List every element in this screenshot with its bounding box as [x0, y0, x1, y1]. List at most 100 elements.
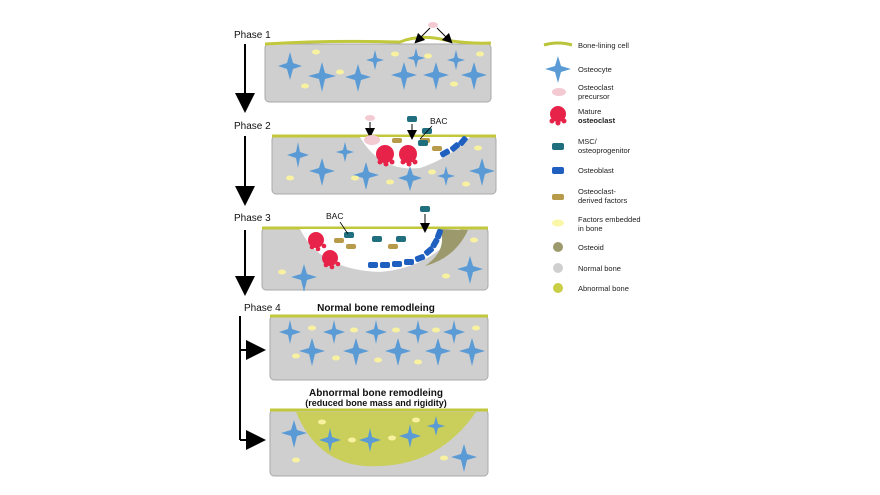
osteoblast-cell [430, 237, 440, 249]
legend-label: Osteoclast- [578, 187, 616, 196]
phase-3-bone: BAC [261, 206, 489, 292]
embedded-factor [336, 69, 344, 75]
embedded-factor [301, 83, 309, 89]
phase-3-label: Phase 3 [234, 213, 271, 224]
osteocyte [399, 424, 421, 448]
osteoclast-icon [549, 106, 567, 126]
precursor-arrow [436, 27, 453, 44]
osteocyte [365, 320, 387, 344]
embedded-factor [278, 269, 286, 275]
legend-label: osteoclast [578, 116, 616, 125]
legend-item-osteoclast-derived-factors: Osteoclast- derived factors [552, 187, 627, 205]
osteocyte [469, 158, 495, 186]
osteocyte [353, 162, 379, 190]
phase-4-label: Phase 4 [244, 303, 281, 314]
embedded-factor [308, 325, 316, 331]
bac-label: BAC [326, 211, 343, 221]
legend-label: in bone [578, 224, 603, 233]
osteocyte-icon [545, 56, 571, 83]
bone-block [264, 43, 492, 103]
embedded-factor [391, 51, 399, 57]
osteoclast-precursor-cell [428, 22, 438, 28]
msc-cell [344, 232, 354, 238]
osteoclast-derived-factor [388, 244, 398, 249]
embedded-factor [392, 327, 400, 333]
legend-label: Factors embedded [578, 215, 641, 224]
osteocyte [291, 264, 317, 292]
legend-label: Abnormal bone [578, 284, 629, 293]
osteocyte [437, 166, 455, 186]
mature-osteoclast [376, 145, 395, 167]
embedded-factor [472, 325, 480, 331]
osteocyte [447, 50, 465, 70]
osteocyte [461, 62, 487, 90]
phase-3-cells [278, 237, 483, 292]
legend-label: Osteocyte [578, 65, 612, 74]
phase-2-label: Phase 2 [234, 121, 271, 132]
abnormal-remodeling-subtitle: (reduced bone mass and rigidity) [305, 398, 447, 408]
osteoclast-precursor-cell [365, 115, 375, 121]
embedded-factor [424, 53, 432, 59]
legend-item-normal-bone: Normal bone [553, 263, 621, 273]
osteoblast-row [368, 228, 443, 268]
osteocyte [279, 320, 301, 344]
legend-item-osteoid: Osteoid [553, 242, 604, 252]
embedded-factor [386, 179, 394, 185]
osteoclast-factor-icon [552, 194, 564, 200]
embedded-factor [388, 435, 396, 441]
bac-pointer [419, 125, 433, 140]
abnormal-remodeling-title: Abnorrmal bone remodleing [309, 388, 443, 399]
embedded-factor [286, 175, 294, 181]
bone-lining-layer [264, 35, 492, 46]
legend-item-abnormal-bone: Abnormal bone [553, 283, 629, 293]
legend-item-bone-lining-cell: Bone-lining cell [543, 41, 629, 50]
legend: Bone-lining cell Osteocyte Osteoclast pr… [543, 41, 641, 293]
embedded-factor [332, 355, 340, 361]
precursor-arrow [414, 27, 431, 44]
osteocyte [309, 158, 335, 186]
osteoblast-cell [424, 246, 434, 256]
legend-item-osteocyte: Osteocyte [545, 56, 612, 83]
osteoblast-cell [450, 142, 460, 152]
bac-pointer [339, 221, 349, 235]
embedded-factor [440, 455, 448, 461]
legend-item-osteoclast-precursor: Osteoclast precursor [552, 83, 614, 101]
abnormal-bone-icon [553, 283, 563, 293]
osteocyte [287, 142, 309, 168]
osteocyte [281, 420, 307, 448]
precursor-icon [552, 88, 566, 96]
embedded-factor [428, 169, 436, 175]
legend-label: Mature [578, 107, 601, 116]
osteocyte [425, 338, 451, 366]
mature-osteoclast [399, 145, 418, 167]
embedded-factor [476, 51, 484, 57]
osteoclast-precursor-cell [364, 135, 380, 145]
osteoblast-cell [439, 148, 451, 158]
embedded-factor [462, 181, 470, 187]
osteocyte [366, 50, 384, 70]
msc-cell [420, 206, 430, 212]
osteoid-icon [553, 242, 563, 252]
osteocyte [407, 320, 429, 344]
osteocyte [359, 428, 381, 452]
osteocyte [398, 166, 422, 191]
osteoclast-derived-factor [334, 238, 344, 243]
embedded-factor [292, 457, 300, 463]
embedded-factor [442, 273, 450, 279]
osteocyte [319, 428, 341, 452]
mature-osteoclast [308, 232, 327, 252]
phase-4-abnormal-cells [281, 416, 477, 472]
embedded-factor [412, 417, 420, 423]
legend-label: osteoprogenitor [578, 146, 631, 155]
osteocyte [345, 64, 371, 92]
osteocyte [423, 62, 449, 90]
phase-1-bone [264, 22, 492, 103]
msc-cell [372, 236, 382, 242]
msc-cell [418, 140, 428, 146]
legend-label: Bone-lining cell [578, 41, 629, 50]
embedded-factor [312, 49, 320, 55]
osteocyte [427, 416, 445, 436]
osteoblast-cell [368, 262, 378, 268]
phase-2-bone: BAC [271, 115, 497, 195]
